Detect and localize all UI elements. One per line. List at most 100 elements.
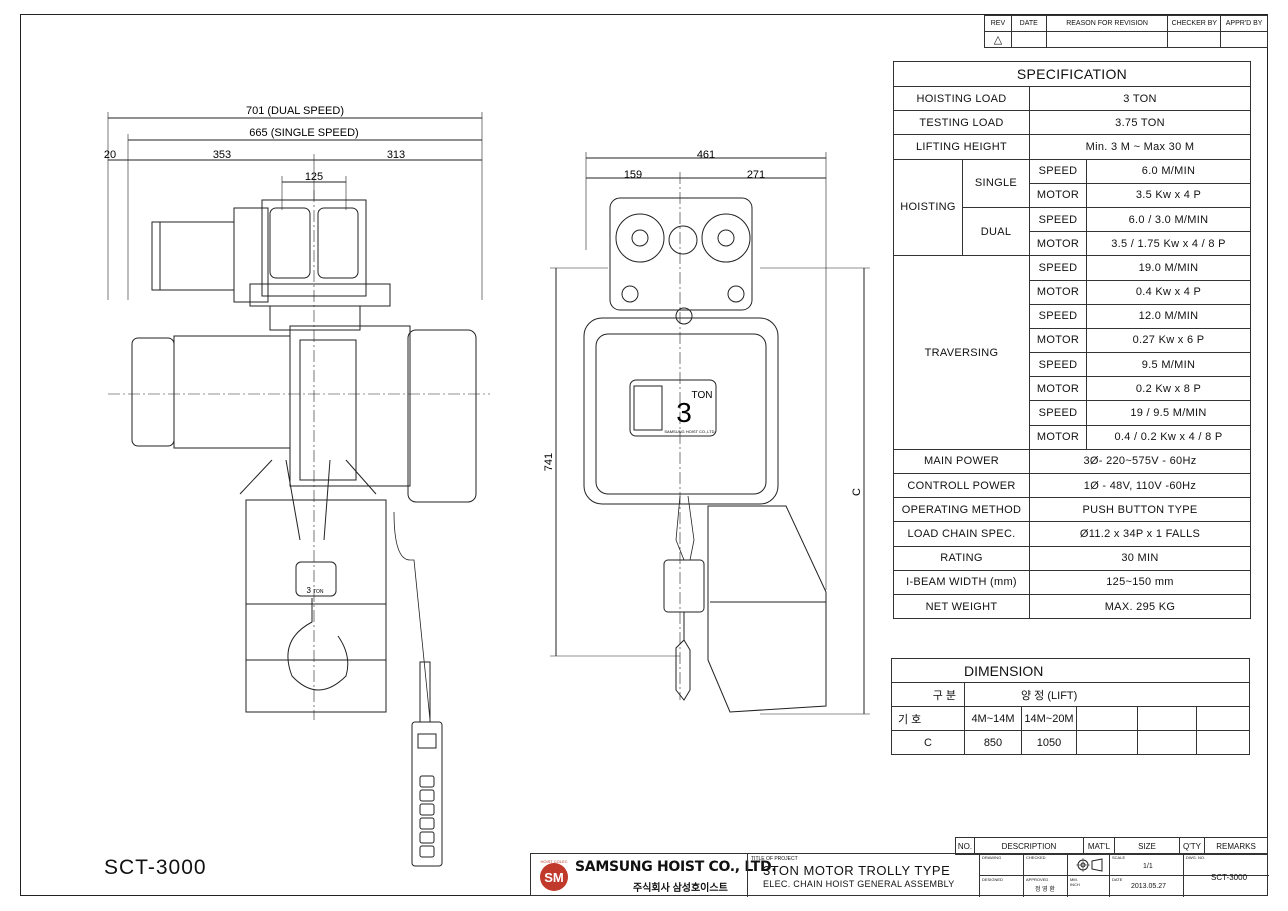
- spec-sublabel: MOTOR: [1029, 376, 1087, 402]
- dimension-value: [1137, 730, 1197, 755]
- title-block: SM HOIST COLEC SAMSUNG HOIST CO., LTD. 주…: [530, 853, 1269, 897]
- spec-sublabel: MOTOR: [1029, 424, 1087, 450]
- nameplate-maker: SAMSUNG HOIST CO.,LTD.: [664, 429, 715, 434]
- dimension-table: DIMENSION 구 분 양 정 (LIFT) 기 호 4M~14M 14M~…: [891, 658, 1250, 755]
- front-hook-icon: [675, 612, 691, 701]
- dimension-col: 14M~20M: [1021, 706, 1077, 731]
- dimension-title: DIMENSION: [891, 658, 1250, 683]
- spec-value: 0.4 Kw x 4 P: [1086, 279, 1251, 305]
- spec-value: 6.0 M/MIN: [1086, 158, 1251, 184]
- dimension-lift-header: 양 정 (LIFT): [964, 682, 1250, 707]
- pendant-buttons: [419, 775, 435, 858]
- dim-text-20: 20: [104, 149, 116, 161]
- hook-rating-number: 3: [307, 586, 312, 595]
- hook-rating-unit: TON: [313, 589, 324, 595]
- spec-sublabel: MOTOR: [1029, 327, 1087, 354]
- approved-header: APPR'D BY: [1220, 15, 1268, 32]
- dimension-col: [1196, 706, 1250, 731]
- dim-text-741: 741: [543, 453, 555, 471]
- dimension-gubun: 구 분: [891, 682, 965, 707]
- spec-value: Min. 3 M ~ Max 30 M: [1029, 134, 1251, 160]
- dwg-no-label: DWG. NO.: [1186, 855, 1206, 860]
- spec-sublabel: MOTOR: [1029, 182, 1087, 208]
- dwg-no-value: SCT-3000: [1211, 873, 1248, 882]
- logo-arc-text: HOIST COLEC: [540, 859, 567, 864]
- front-hook-block: [663, 559, 705, 613]
- checked-label: CHECKED: [1026, 855, 1046, 860]
- hoist-motor-end: [131, 337, 175, 447]
- spec-value: 9.5 M/MIN: [1086, 352, 1251, 378]
- spec-value: 12.0 M/MIN: [1086, 303, 1251, 329]
- project-title: 3TON MOTOR TROLLY TYPE: [763, 863, 951, 878]
- rev-reason-cell: [1045, 31, 1169, 48]
- dimension-col: [1076, 706, 1138, 731]
- spec-value: 0.4 / 0.2 Kw x 4 / 8 P: [1086, 424, 1251, 450]
- bom-remarks-header: REMARKS: [1204, 837, 1268, 855]
- dimension-value: 850: [964, 730, 1022, 755]
- dim-text-159: 159: [624, 169, 642, 181]
- spec-label: CONTROLL POWER: [893, 472, 1030, 499]
- trolley-motor: [151, 221, 235, 291]
- dim-text-271: 271: [747, 169, 765, 181]
- date-header: DATE: [1010, 15, 1047, 32]
- mm-inch-label: MM. INCH: [1070, 877, 1080, 887]
- dimension-giho: 기 호: [891, 706, 965, 731]
- spec-title: SPECIFICATION: [893, 61, 1251, 87]
- spec-sublabel: SPEED: [1029, 206, 1087, 233]
- reason-header: REASON FOR REVISION: [1045, 15, 1169, 32]
- spec-value: 19.0 M/MIN: [1086, 255, 1251, 281]
- dim-text-single: 665 (SINGLE SPEED): [249, 127, 358, 139]
- nameplate: [629, 379, 717, 437]
- spec-value: 3.5 Kw x 4 P: [1086, 182, 1251, 208]
- spec-value: 6.0 / 3.0 M/MIN: [1086, 206, 1251, 233]
- spec-sublabel: SPEED: [1029, 303, 1087, 329]
- chain-bucket: [245, 499, 387, 713]
- dim-text-c: C: [851, 488, 863, 496]
- spec-label: TESTING LOAD: [893, 110, 1030, 136]
- spec-group-traversing: TRAVERSING: [893, 255, 1030, 450]
- bom-size-header: SIZE: [1114, 837, 1180, 855]
- scale-value: 1/1: [1143, 863, 1153, 870]
- spec-label: LIFTING HEIGHT: [893, 134, 1030, 160]
- spec-value: 125~150 mm: [1029, 569, 1251, 595]
- pendant-switch: [411, 721, 443, 867]
- spec-subgroup-dual: DUAL: [962, 206, 1030, 257]
- spec-value: 3.5 / 1.75 Kw x 4 / 8 P: [1086, 231, 1251, 257]
- dimension-value: [1076, 730, 1138, 755]
- rev-date-cell: [1010, 31, 1047, 48]
- hoist-housing: [583, 317, 779, 505]
- dim-text-dual: 701 (DUAL SPEED): [246, 105, 344, 117]
- dimension-col: 4M~14M: [964, 706, 1022, 731]
- spec-value: 0.2 Kw x 8 P: [1086, 376, 1251, 402]
- rev-header: REV: [984, 15, 1012, 32]
- spec-sublabel: SPEED: [1029, 400, 1087, 426]
- project-subtitle: ELEC. CHAIN HOIST GENERAL ASSEMBLY: [763, 879, 955, 889]
- spec-group-hoisting: HOISTING: [893, 158, 963, 257]
- spec-label: HOISTING LOAD: [893, 85, 1030, 112]
- spec-label: NET WEIGHT: [893, 593, 1030, 620]
- spec-sublabel: SPEED: [1029, 255, 1087, 281]
- dimension-col: [1137, 706, 1197, 731]
- rev-triangle-icon: △: [984, 31, 1012, 48]
- spec-sublabel: SPEED: [1029, 352, 1087, 378]
- hoist-motor: [173, 335, 291, 449]
- hook-icon: [287, 598, 349, 691]
- dim-text-125: 125: [305, 171, 323, 183]
- logo-text: SM: [544, 870, 564, 885]
- hook-block: [295, 561, 337, 597]
- dim-text-353: 353: [213, 149, 231, 161]
- bom-description-header: DESCRIPTION: [974, 837, 1084, 855]
- checker-header: CHECKER BY: [1167, 15, 1222, 32]
- spec-label: OPERATING METHOD: [893, 497, 1030, 523]
- spec-sublabel: MOTOR: [1029, 279, 1087, 305]
- spec-sublabel: SPEED: [1029, 158, 1087, 184]
- spec-value: 3 TON: [1029, 85, 1251, 112]
- spec-value: 1Ø - 48V, 110V -60Hz: [1029, 472, 1251, 499]
- approved-name: 정 영 환: [1035, 887, 1055, 893]
- projection-symbol-icon: [1076, 858, 1104, 877]
- bom-qty-header: Q'TY: [1179, 837, 1205, 855]
- title-of-project-label: TITLE OF PROJECT: [751, 856, 798, 862]
- spec-value: PUSH BUTTON TYPE: [1029, 497, 1251, 523]
- dim-text-313: 313: [387, 149, 405, 161]
